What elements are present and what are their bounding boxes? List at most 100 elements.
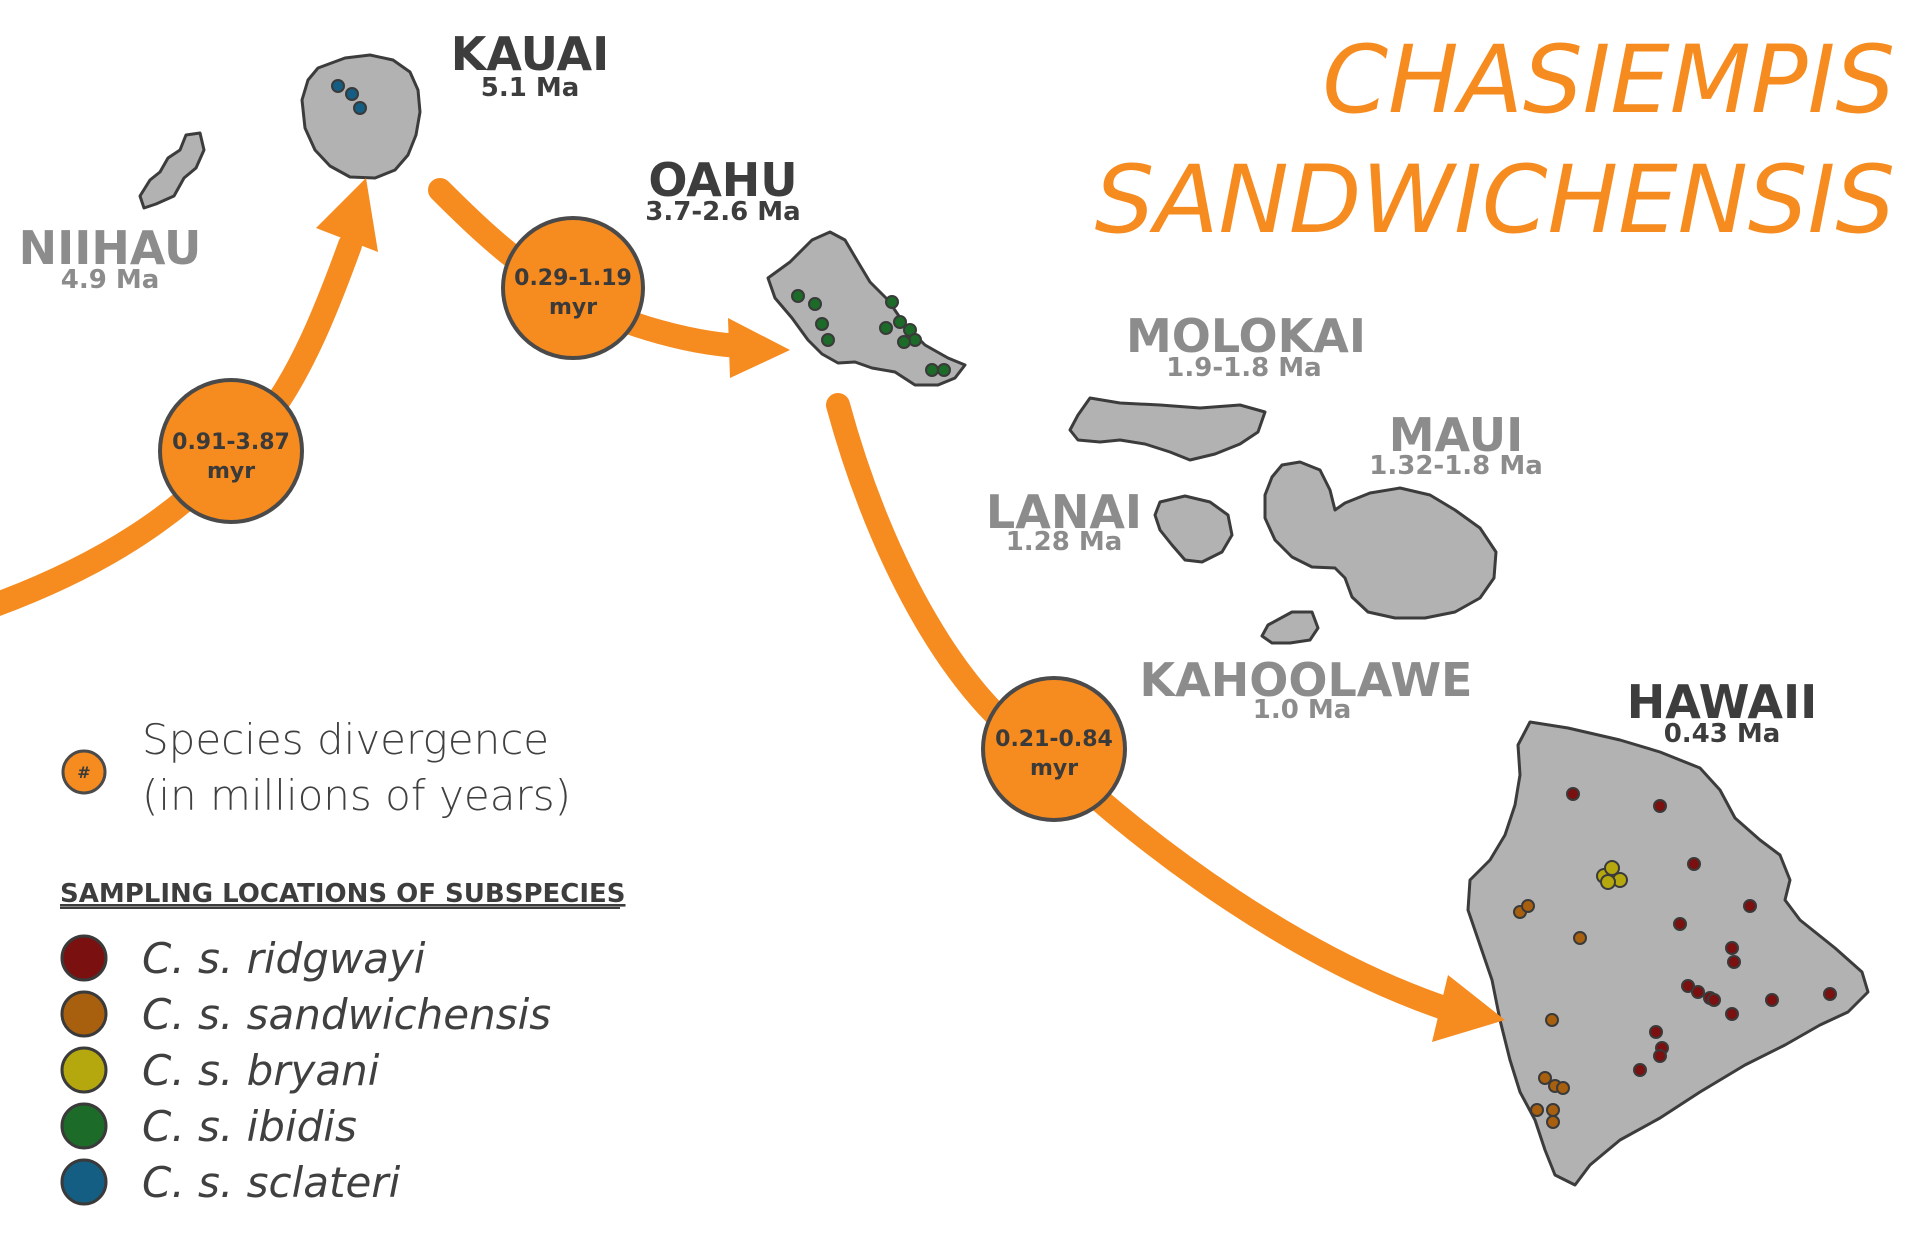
sampling-site-ibidis [879, 321, 893, 335]
arrow-head-kauai [316, 178, 378, 252]
sampling-site-ibidis [791, 289, 805, 303]
island-age-lanai: 1.28 Ma [1006, 527, 1123, 557]
island-name-hawaii: HAWAII [1627, 675, 1818, 729]
sampling-site-ibidis [815, 317, 829, 331]
sampling-site-ridgwayi [1707, 993, 1721, 1007]
legend-swatch-bryani [60, 1046, 108, 1094]
title-line-2: SANDWICHENSIS [1095, 146, 1895, 255]
arrow-head-oahu [728, 318, 790, 378]
sampling-sites [331, 79, 1837, 1129]
island-lanai-shape [1153, 494, 1234, 564]
divergence-to-kauai: 0.91-3.87 myr [158, 378, 304, 524]
legend-divergence-hash: # [77, 763, 90, 782]
sampling-site-ridgwayi [1653, 1049, 1667, 1063]
sampling-site-ibidis [937, 363, 951, 377]
island-age-niihau: 4.9 Ma [61, 265, 160, 295]
sampling-site-ridgwayi [1649, 1025, 1663, 1039]
island-kahoolawe-shape [1260, 610, 1320, 645]
sampling-site-bryani [1600, 874, 1616, 890]
sampling-site-sandwichensis [1538, 1071, 1552, 1085]
legend-subspecies-list: C. s. ridgwayi C. s. sandwichensis C. s. b… [60, 934, 551, 1207]
sampling-site-ridgwayi [1687, 857, 1701, 871]
divergence-unit: myr [1030, 756, 1078, 781]
legend-label-sclateri: C. s. sclateri [142, 1158, 401, 1207]
sampling-site-sandwichensis [1573, 931, 1587, 945]
legend-divergence-line2: (in millions of years) [142, 771, 571, 820]
sampling-site-ibidis [885, 295, 899, 309]
island-age-oahu: 3.7-2.6 Ma [645, 197, 800, 227]
island-name-molokai: MOLOKAI [1126, 309, 1366, 363]
sampling-site-ridgwayi [1653, 799, 1667, 813]
sampling-site-ridgwayi [1725, 941, 1739, 955]
sampling-site-ridgwayi [1566, 787, 1580, 801]
sampling-site-ridgwayi [1765, 993, 1779, 1007]
sampling-site-ridgwayi [1681, 979, 1695, 993]
sampling-site-ridgwayi [1725, 1007, 1739, 1021]
island-name-kauai: KAUAI [451, 27, 609, 81]
legend-label-bryani: C. s. bryani [142, 1046, 380, 1095]
sampling-site-ibidis [808, 297, 822, 311]
island-name-kahoolawe: KAHOOLAWE [1140, 653, 1473, 707]
island-molokai-shape [1068, 396, 1267, 462]
sampling-site-bryani [1604, 860, 1620, 876]
divergence-unit: myr [549, 295, 597, 320]
sampling-site-ridgwayi [1743, 899, 1757, 913]
island-niihau-shape [138, 131, 206, 210]
sampling-site-sclateri [353, 101, 367, 115]
legend-label-ridgwayi: C. s. ridgwayi [142, 934, 426, 983]
island-labels: KAUAI 5.1 Ma NIIHAU 4.9 Ma OAHU 3.7-2.6 … [19, 27, 1818, 749]
island-hawaii-shape [1466, 720, 1870, 1187]
divergence-kauai-oahu: 0.29-1.19 myr [501, 216, 645, 360]
divergence-range: 0.21-0.84 [995, 727, 1113, 752]
island-maui-shape [1263, 460, 1498, 620]
island-name-niihau: NIIHAU [19, 221, 202, 275]
arrow-oahu-to-hawaii [826, 393, 1462, 1022]
divergence-oahu-hawaii: 0.21-0.84 myr [981, 676, 1127, 822]
legend-swatch-ibidis [60, 1102, 108, 1150]
legend-swatch-ridgwayi [60, 934, 108, 982]
sampling-site-sandwichensis [1546, 1115, 1560, 1129]
island-name-maui: MAUI [1389, 408, 1523, 462]
sampling-site-ridgwayi [1727, 955, 1741, 969]
legend-divergence-line1: Species divergence [142, 715, 549, 764]
island-age-hawaii: 0.43 Ma [1664, 719, 1781, 749]
divergence-range: 0.91-3.87 [172, 430, 290, 455]
island-oahu-shape [766, 230, 967, 387]
sampling-site-ibidis [897, 335, 911, 349]
sampling-site-sandwichensis [1530, 1103, 1544, 1117]
sampling-site-sandwichensis [1521, 899, 1535, 913]
island-age-kauai: 5.1 Ma [481, 73, 580, 103]
sampling-site-ibidis [821, 333, 835, 347]
dispersal-arrows [0, 178, 1505, 1042]
island-name-lanai: LANAI [986, 485, 1142, 539]
sampling-site-ibidis [908, 333, 922, 347]
divergence-circles: 0.91-3.87 myr 0.29-1.19 myr 0.21-0.84 my… [158, 216, 1127, 822]
island-age-molokai: 1.9-1.8 Ma [1166, 353, 1321, 383]
sampling-site-ridgwayi [1823, 987, 1837, 1001]
legend-heading: SAMPLING LOCATIONS OF SUBSPECIES [60, 879, 626, 909]
sampling-site-ibidis [925, 363, 939, 377]
island-name-oahu: OAHU [648, 153, 797, 207]
sampling-site-sclateri [345, 87, 359, 101]
title-line-1: CHASIEMPIS [1322, 26, 1895, 135]
island-age-kahoolawe: 1.0 Ma [1253, 695, 1352, 725]
sampling-site-sandwichensis [1556, 1081, 1570, 1095]
sampling-site-ridgwayi [1673, 917, 1687, 931]
islands [138, 53, 1870, 1187]
legend-label-sandwichensis: C. s. sandwichensis [142, 990, 551, 1039]
sampling-site-sandwichensis [1545, 1013, 1559, 1027]
divergence-unit: myr [207, 459, 255, 484]
sampling-site-sclateri [331, 79, 345, 93]
legend-divergence-symbol [61, 749, 107, 795]
legend: # Species divergence (in millions of yea… [60, 715, 626, 1207]
sampling-site-sandwichensis [1546, 1103, 1560, 1117]
legend-swatch-sandwichensis [60, 990, 108, 1038]
divergence-range: 0.29-1.19 [514, 266, 632, 291]
sampling-site-ridgwayi [1633, 1063, 1647, 1077]
sampling-site-ridgwayi [1691, 985, 1705, 999]
legend-swatch-sclateri [60, 1158, 108, 1206]
island-kauai-shape [300, 53, 422, 180]
legend-label-ibidis: C. s. ibidis [142, 1102, 357, 1151]
